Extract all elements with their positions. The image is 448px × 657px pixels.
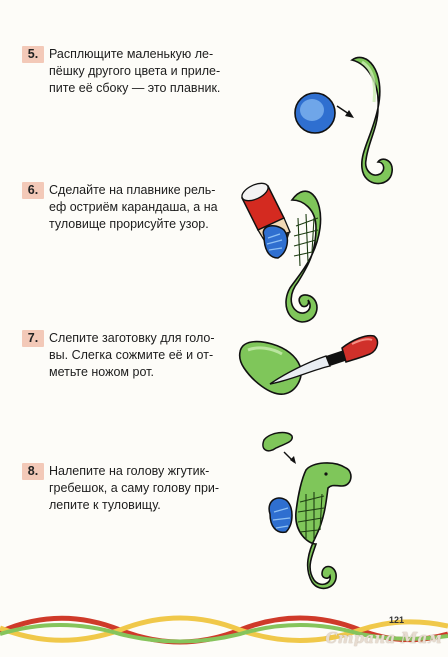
rope-border (0, 615, 448, 645)
green-seahorse-body (285, 190, 322, 323)
step-text: Сделайте на плавнике рель- еф остриём ка… (49, 183, 218, 231)
green-crest (262, 431, 293, 452)
step-number: 6. (22, 182, 44, 199)
step-6: 6. Сделайте на плавнике рель- еф остриём… (22, 182, 237, 233)
page-number: 121 (388, 615, 404, 625)
illustration-step-5 (294, 56, 393, 185)
knife (269, 334, 379, 385)
green-seahorse (295, 462, 352, 590)
step-number: 7. (22, 330, 44, 347)
illustration-step-6 (240, 182, 322, 323)
blue-fin (268, 497, 293, 534)
step-number: 5. (22, 46, 44, 63)
illustration-step-7 (238, 334, 379, 395)
step-text: Налепите на голову жгутик- гребешок, а с… (49, 464, 220, 512)
step-text: Расплющите маленькую ле- пёшку другого ц… (49, 47, 221, 95)
green-body (350, 56, 393, 185)
step-5: 5. Расплющите маленькую ле- пёшку другог… (22, 46, 237, 97)
step-number: 8. (22, 463, 44, 480)
blue-fin-disc (294, 92, 336, 134)
green-head (238, 340, 302, 395)
step-8: 8. Налепите на голову жгутик- гребешок, … (22, 463, 237, 514)
watermark-logo: Страна Мам (325, 629, 442, 647)
illustration-step-8 (262, 431, 352, 590)
step-7: 7. Слепите заготовку для голо- вы. Слегк… (22, 330, 237, 381)
step-text: Слепите заготовку для голо- вы. Слегка с… (49, 331, 215, 379)
